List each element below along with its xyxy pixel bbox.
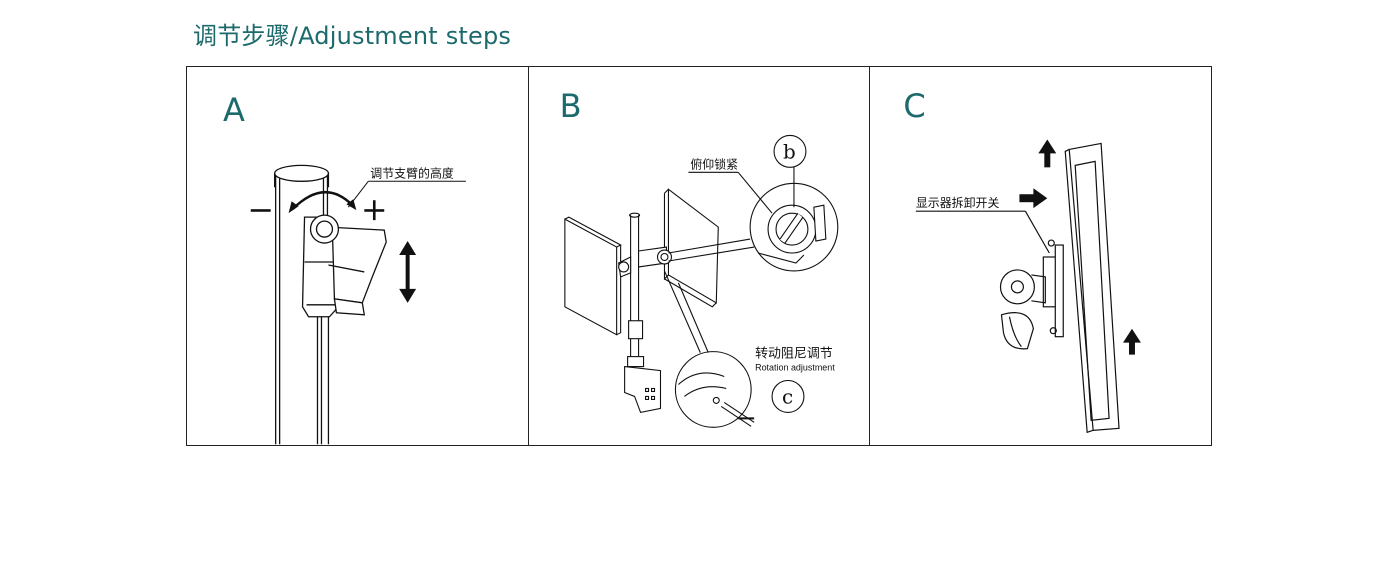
panel-c-letter: C (903, 87, 926, 125)
rotation-zh-label: 转动阻尼调节 (755, 347, 833, 362)
panel-c-illustration: 显示器拆卸开关 (916, 139, 1142, 434)
adjustment-steps-panels: A (186, 66, 1212, 446)
panel-b-illustration: 俯仰锁紧 b 转动阻尼调节 Rotation adjustment c (563, 134, 839, 428)
tilt-lock-label: 俯仰锁紧 (690, 156, 738, 171)
panel-a-letter: A (223, 91, 245, 129)
callout-c-letter: c (782, 385, 793, 408)
panel-a-illustration: 调节支臂的高度 (250, 164, 466, 445)
panel-a: A (187, 67, 529, 445)
panel-c: C (870, 67, 1211, 445)
panel-b-letter: B (559, 87, 582, 125)
page-title: 调节步骤/Adjustment steps (193, 22, 512, 50)
panel-b: B (529, 67, 871, 445)
arm-height-label: 调节支臂的高度 (370, 165, 454, 180)
rotation-en-label: Rotation adjustment (755, 363, 835, 373)
callout-b-letter: b (783, 140, 796, 163)
release-switch-label: 显示器拆卸开关 (916, 195, 1000, 210)
